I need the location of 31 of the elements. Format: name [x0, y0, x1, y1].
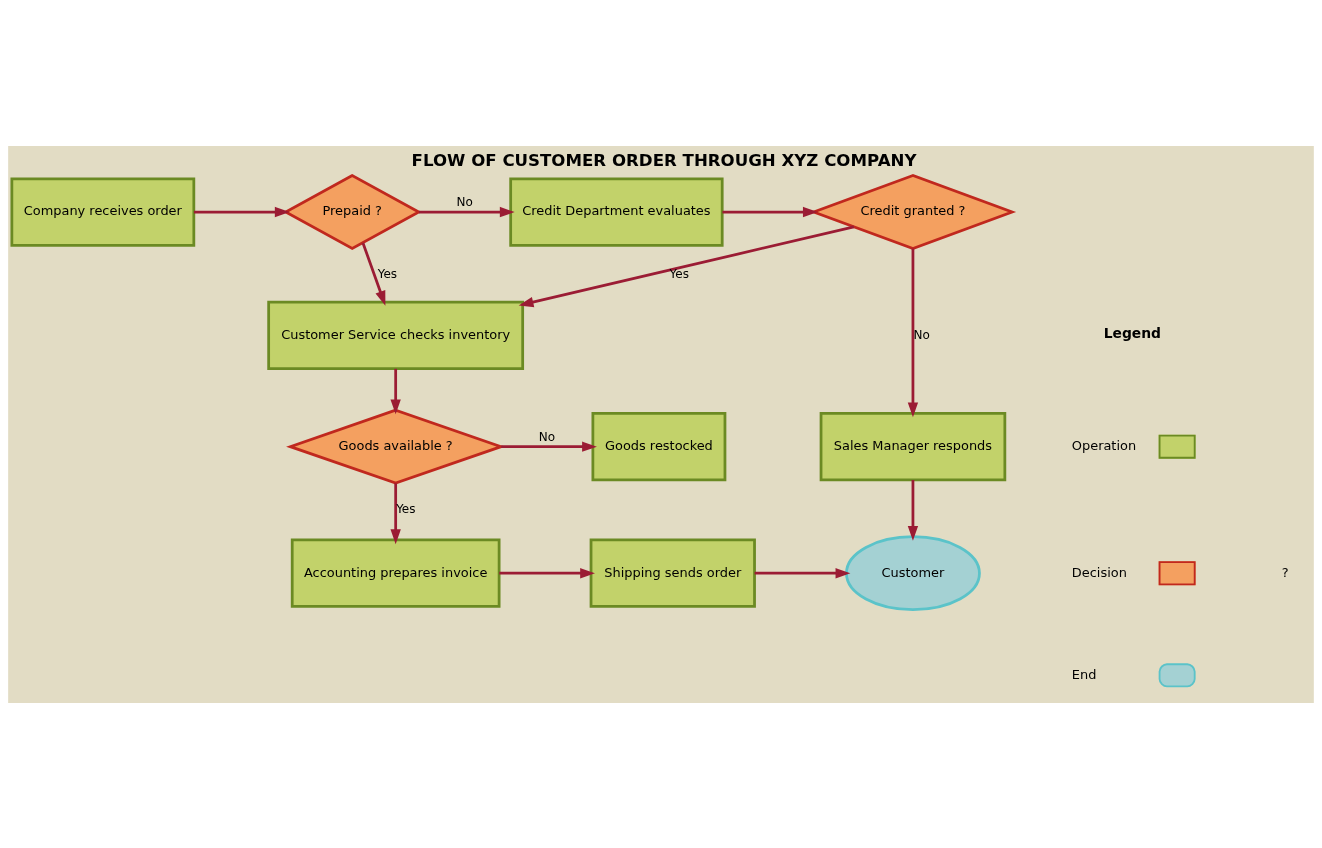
arrow: [907, 479, 919, 541]
arrow: [390, 368, 401, 414]
node-box: Sales Manager responds: [819, 411, 1007, 481]
node-box: Accounting prepares invoice: [290, 538, 501, 608]
arrow: [722, 206, 818, 217]
legend-label: End: [1071, 666, 1097, 682]
node-box: Credit Department evaluates: [509, 176, 724, 247]
node-box: Shipping sends order: [589, 538, 756, 608]
arrow: [390, 482, 401, 544]
arrow: [518, 225, 855, 307]
label: Legend: [1103, 324, 1161, 341]
arrow: [361, 242, 386, 306]
node-ellipse: Customer: [845, 534, 981, 611]
edge-label: No: [913, 327, 930, 341]
label: ?: [1281, 564, 1289, 580]
arrow: [418, 206, 515, 217]
arrow: [907, 248, 919, 417]
node-box: Goods restocked: [591, 411, 727, 481]
node-box: Company receives order: [10, 176, 196, 247]
node-box: Customer Service checks inventory: [267, 300, 525, 370]
arrow: [501, 441, 597, 452]
arrow: [754, 567, 851, 578]
edge-label: Yes: [377, 266, 398, 281]
edge-label: Yes: [669, 266, 689, 281]
diagram-title: FLOW OF CUSTOMER ORDER THROUGH XYZ COMPANY: [411, 150, 917, 170]
arrow: [499, 567, 595, 578]
arrow: [193, 206, 290, 217]
legend-label: Decision: [1071, 564, 1127, 580]
edge-label: No: [538, 429, 556, 444]
legend-label: Operation: [1071, 437, 1137, 453]
edge-label: No: [456, 194, 473, 209]
